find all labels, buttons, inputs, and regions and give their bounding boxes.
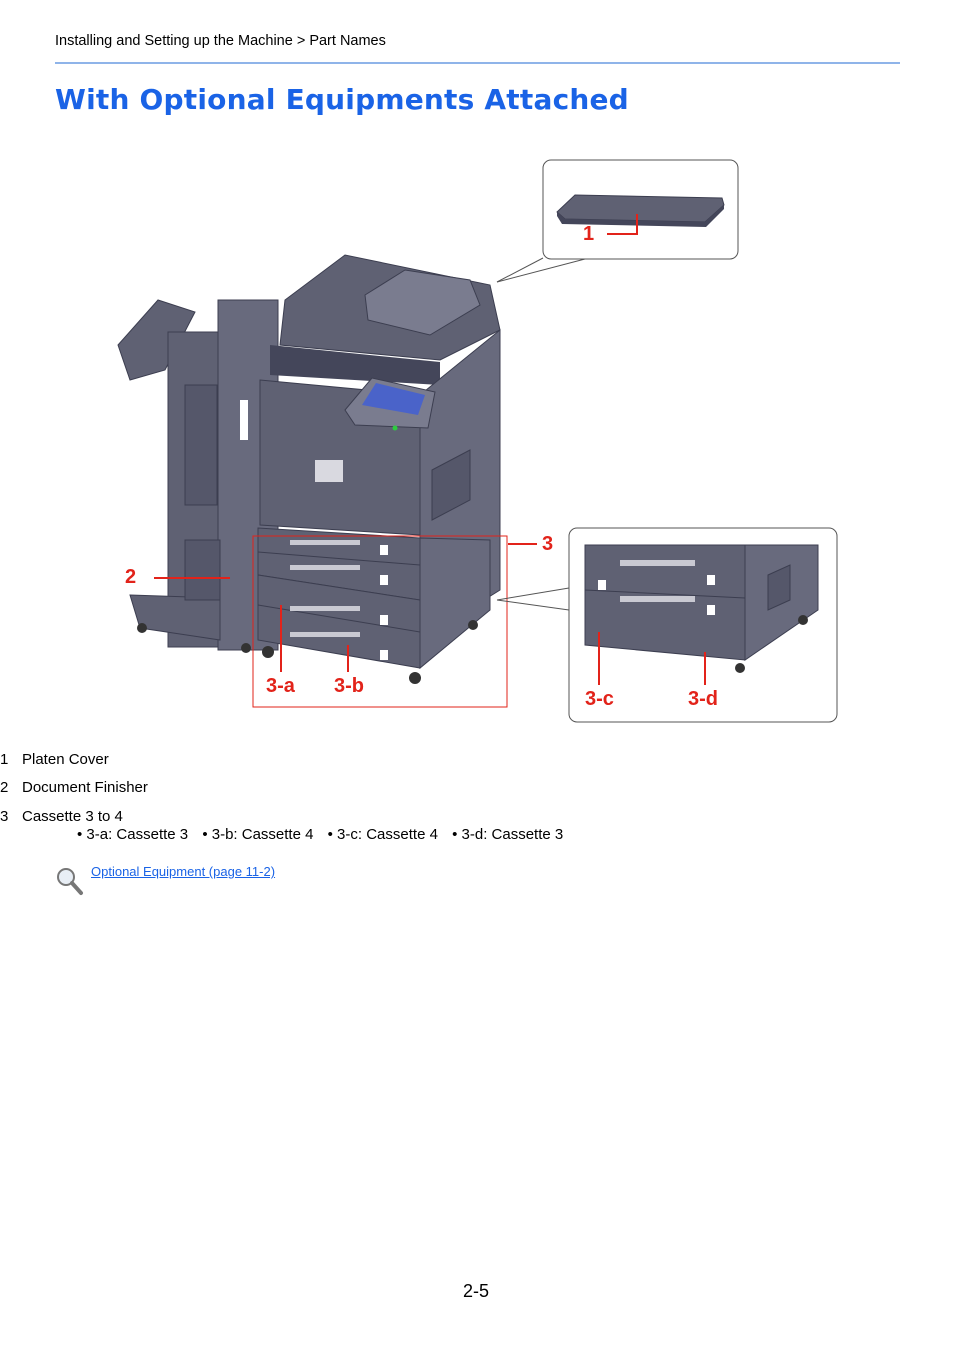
callout-3a: 3-a xyxy=(266,675,295,697)
callout-3c: 3-c xyxy=(585,688,614,710)
callout-3: 3 xyxy=(542,533,554,555)
callout-3d: 3-d xyxy=(688,688,718,710)
callout-1: 1 xyxy=(583,223,595,245)
legend-item: 1 Platen Cover xyxy=(0,751,109,768)
callout-2: 2 xyxy=(125,566,137,588)
machine-illustration xyxy=(117,159,838,723)
legend-sub-item: • 3-d: Cassette 3 xyxy=(452,826,564,843)
platen-cover-inset xyxy=(496,159,739,283)
callout-3b: 3-b xyxy=(334,675,364,697)
legend-item: 2 Document Finisher xyxy=(0,779,148,796)
page-title: With Optional Equipments Attached xyxy=(55,83,629,116)
legend-number: 1 xyxy=(0,751,9,768)
cassette-highlight-box xyxy=(252,535,508,708)
legend-number: 3 xyxy=(0,808,9,825)
legend-sub-item: • 3-c: Cassette 4 xyxy=(327,826,438,843)
legend-sub-item: • 3-a: Cassette 3 xyxy=(77,826,189,843)
legend-sub-items: • 3-a: Cassette 3 • 3-b: Cassette 4 • 3-… xyxy=(77,826,573,843)
cassettes-shape xyxy=(257,527,491,684)
breadcrumb: Installing and Setting up the Machine > … xyxy=(55,33,386,49)
legend-number: 2 xyxy=(0,779,9,796)
legend-label: Platen Cover xyxy=(22,751,109,768)
optional-equipment-link[interactable]: Optional Equipment (page 11-2) xyxy=(91,864,276,879)
legend-item: 3 Cassette 3 to 4 xyxy=(0,808,123,825)
page-number: 2-5 xyxy=(463,1281,490,1301)
legend-label: Document Finisher xyxy=(22,779,148,796)
legend-sub-item: • 3-b: Cassette 4 xyxy=(202,826,314,843)
legend-label: Cassette 3 to 4 xyxy=(22,808,123,825)
rear-cassette-inset xyxy=(496,527,838,723)
header-rule xyxy=(55,62,900,64)
document-finisher-shape xyxy=(117,299,279,653)
magnifier-icon xyxy=(57,868,83,895)
